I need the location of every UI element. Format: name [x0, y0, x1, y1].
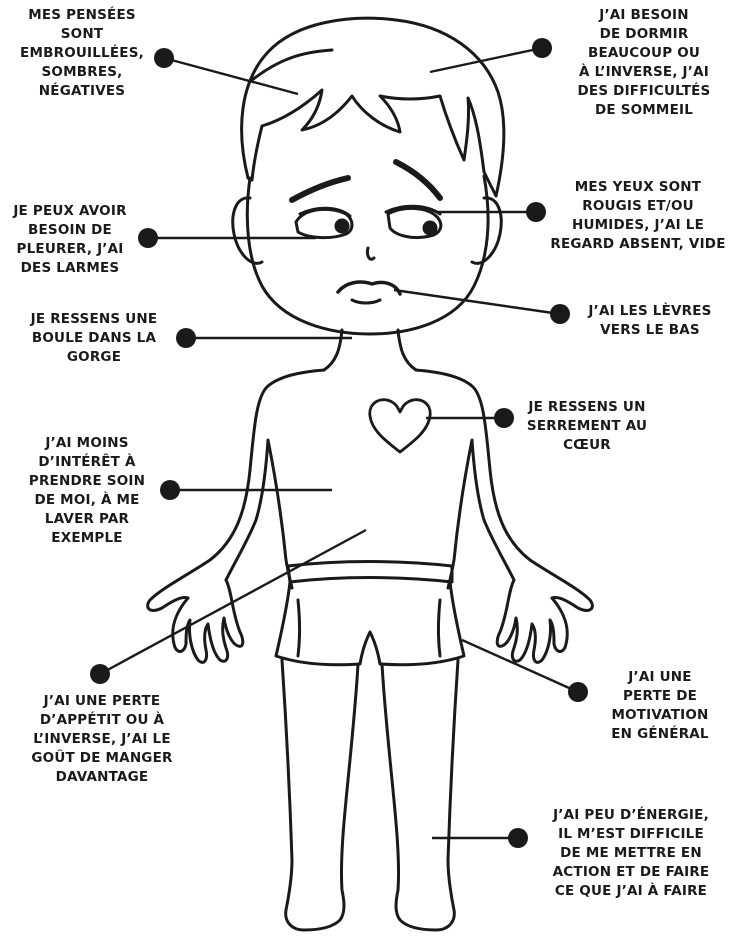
- label-eyes: MES YEUX SONT ROUGIS ET/OU HUMIDES, J’AI…: [546, 178, 730, 254]
- label-energy: J’AI PEU D’ÉNERGIE, IL M’EST DIFFICILE D…: [532, 806, 730, 901]
- label-crying: JE PEUX AVOIR BESOIN DE PLEURER, J’AI DE…: [0, 202, 140, 278]
- label-selfcare: J’AI MOINS D’INTÉRÊT À PRENDRE SOIN DE M…: [12, 434, 162, 548]
- connector-motivation: [462, 640, 578, 692]
- label-lips: J’AI LES LÈVRES VERS LE BAS: [572, 302, 728, 340]
- shorts-outline: [276, 582, 464, 665]
- dot-appetite: [90, 664, 110, 684]
- dot-selfcare: [160, 480, 180, 500]
- shorts-inner-right: [439, 600, 441, 656]
- neck-right: [398, 330, 416, 370]
- dot-throat: [176, 328, 196, 348]
- dot-energy: [508, 828, 528, 848]
- connector-lips: [394, 290, 560, 314]
- left-pupil: [336, 220, 348, 232]
- hair-outline: [242, 18, 504, 196]
- label-sleep: J’AI BESOIN DE DORMIR BEAUCOUP OU À L’IN…: [560, 6, 728, 120]
- heart-icon: [370, 400, 430, 452]
- left-eyebrow: [292, 178, 348, 200]
- dot-motivation: [568, 682, 588, 702]
- label-heart: JE RESSENS UN SERREMENT AU CŒUR: [514, 398, 660, 455]
- right-leg: [382, 660, 458, 930]
- shorts-inner-left: [298, 600, 300, 656]
- neck-left: [324, 330, 342, 370]
- left-eye-lid: [300, 208, 350, 216]
- dot-crying: [138, 228, 158, 248]
- label-throat: JE RESSENS UNE BOULE DANS LA GORGE: [10, 310, 178, 367]
- dot-lips: [550, 304, 570, 324]
- dot-thoughts: [154, 48, 174, 68]
- right-eyebrow: [396, 162, 440, 198]
- right-pupil: [424, 222, 436, 234]
- nose: [367, 248, 374, 259]
- mouth: [338, 282, 400, 294]
- dot-eyes: [526, 202, 546, 222]
- label-appetite: J’AI UNE PERTE D’APPÉTIT OU À L’INVERSE,…: [4, 692, 200, 787]
- left-leg: [282, 660, 358, 930]
- dot-sleep: [532, 38, 552, 58]
- dot-heart: [494, 408, 514, 428]
- label-thoughts: MES PENSÉES SONT EMBROUILLÉES, SOMBRES, …: [8, 6, 156, 101]
- left-hand: [173, 580, 243, 662]
- chin-line: [352, 300, 380, 303]
- waistband: [288, 562, 452, 583]
- connector-appetite: [100, 530, 366, 674]
- torso-right-side: [448, 440, 514, 588]
- label-motivation: J’AI UNE PERTE DE MOTIVATION EN GÉNÉRAL: [592, 668, 728, 744]
- torso-left-side: [226, 440, 292, 588]
- right-hand: [497, 580, 567, 662]
